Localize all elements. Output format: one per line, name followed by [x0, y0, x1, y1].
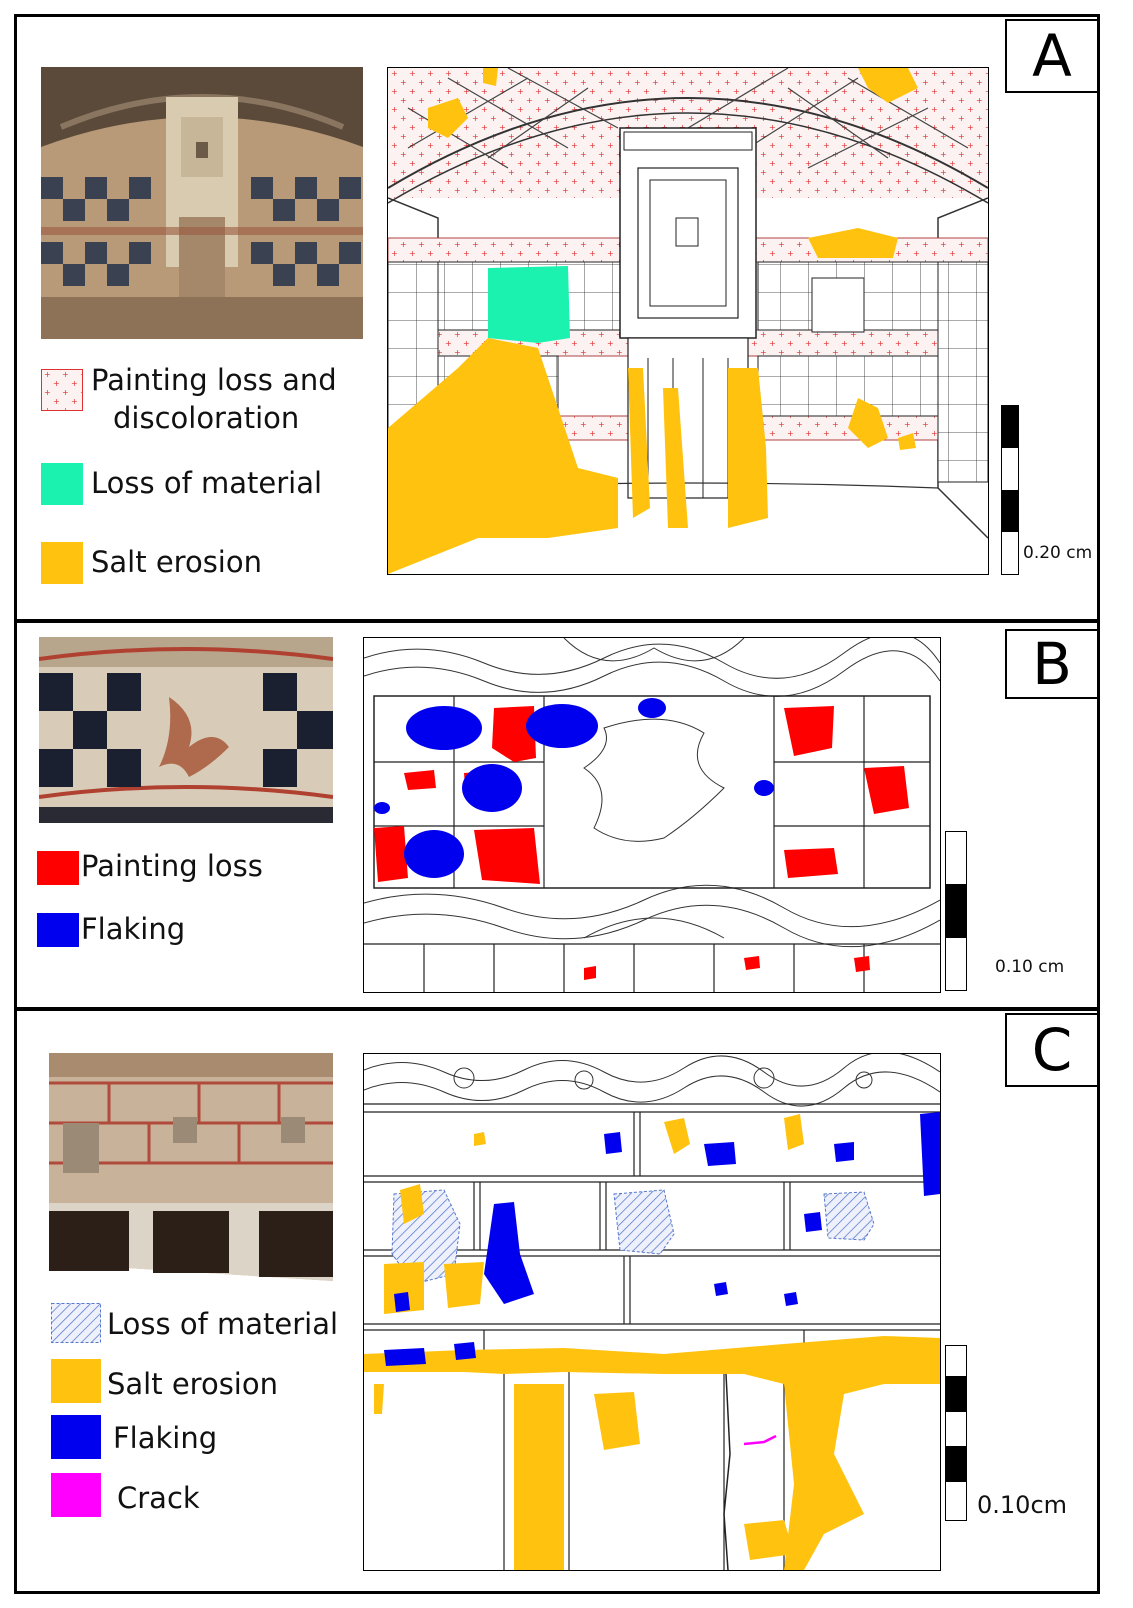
- photo-b-ceiling-detail: [39, 637, 333, 823]
- panel-a: A Painting los: [14, 14, 1100, 622]
- panel-b: B Painting loss Flaking: [14, 620, 1100, 1010]
- legend-swatch-crack: [51, 1473, 101, 1517]
- legend-swatch-loss-of-material-c: [51, 1303, 101, 1343]
- legend-label-painting-loss: Painting loss: [81, 849, 263, 883]
- scale-bar-b: [945, 831, 967, 991]
- legend-label-painting-loss-line2: discoloration: [113, 401, 300, 435]
- scale-label-c: 0.10cm: [977, 1491, 1068, 1519]
- scale-bar-a: [1001, 405, 1019, 575]
- legend-label-flaking-b: Flaking: [81, 912, 186, 946]
- legend-swatch-flaking-c: [51, 1415, 101, 1459]
- legend-swatch-salt-erosion: [41, 542, 83, 584]
- panel-a-letter: A: [1005, 19, 1099, 93]
- panel-b-letter: B: [1005, 629, 1099, 699]
- scale-bar-c: [945, 1345, 967, 1521]
- scale-label-a: 0.20 cm: [1023, 543, 1093, 563]
- scale-label-b: 0.10 cm: [995, 957, 1065, 977]
- legend-swatch-salt-erosion-c: [51, 1359, 101, 1403]
- photo-a-tomb-chamber: [41, 67, 363, 339]
- damage-map-b: [363, 637, 941, 993]
- legend-label-flaking-c: Flaking: [113, 1421, 218, 1455]
- legend-label-loss-of-material: Loss of material: [91, 466, 323, 500]
- legend-label-painting-loss-line1: Painting loss and: [91, 363, 337, 397]
- damage-map-c: [363, 1053, 941, 1571]
- legend-label-crack: Crack: [117, 1481, 200, 1515]
- legend-label-salt-erosion: Salt erosion: [91, 545, 262, 579]
- legend-swatch-painting-loss-dots: [41, 369, 83, 411]
- legend-swatch-painting-loss: [37, 851, 79, 885]
- legend-swatch-flaking-b: [37, 913, 79, 947]
- panel-c: C Loss of material Salt erosion Flaking …: [14, 1008, 1100, 1594]
- damage-map-a: [387, 67, 989, 575]
- legend-swatch-loss-of-material: [41, 463, 83, 505]
- legend-label-loss-of-material-c: Loss of material: [107, 1307, 339, 1341]
- photo-c-wall-niches: [49, 1053, 333, 1281]
- panel-c-letter: C: [1005, 1013, 1099, 1087]
- legend-label-salt-erosion-c: Salt erosion: [107, 1367, 278, 1401]
